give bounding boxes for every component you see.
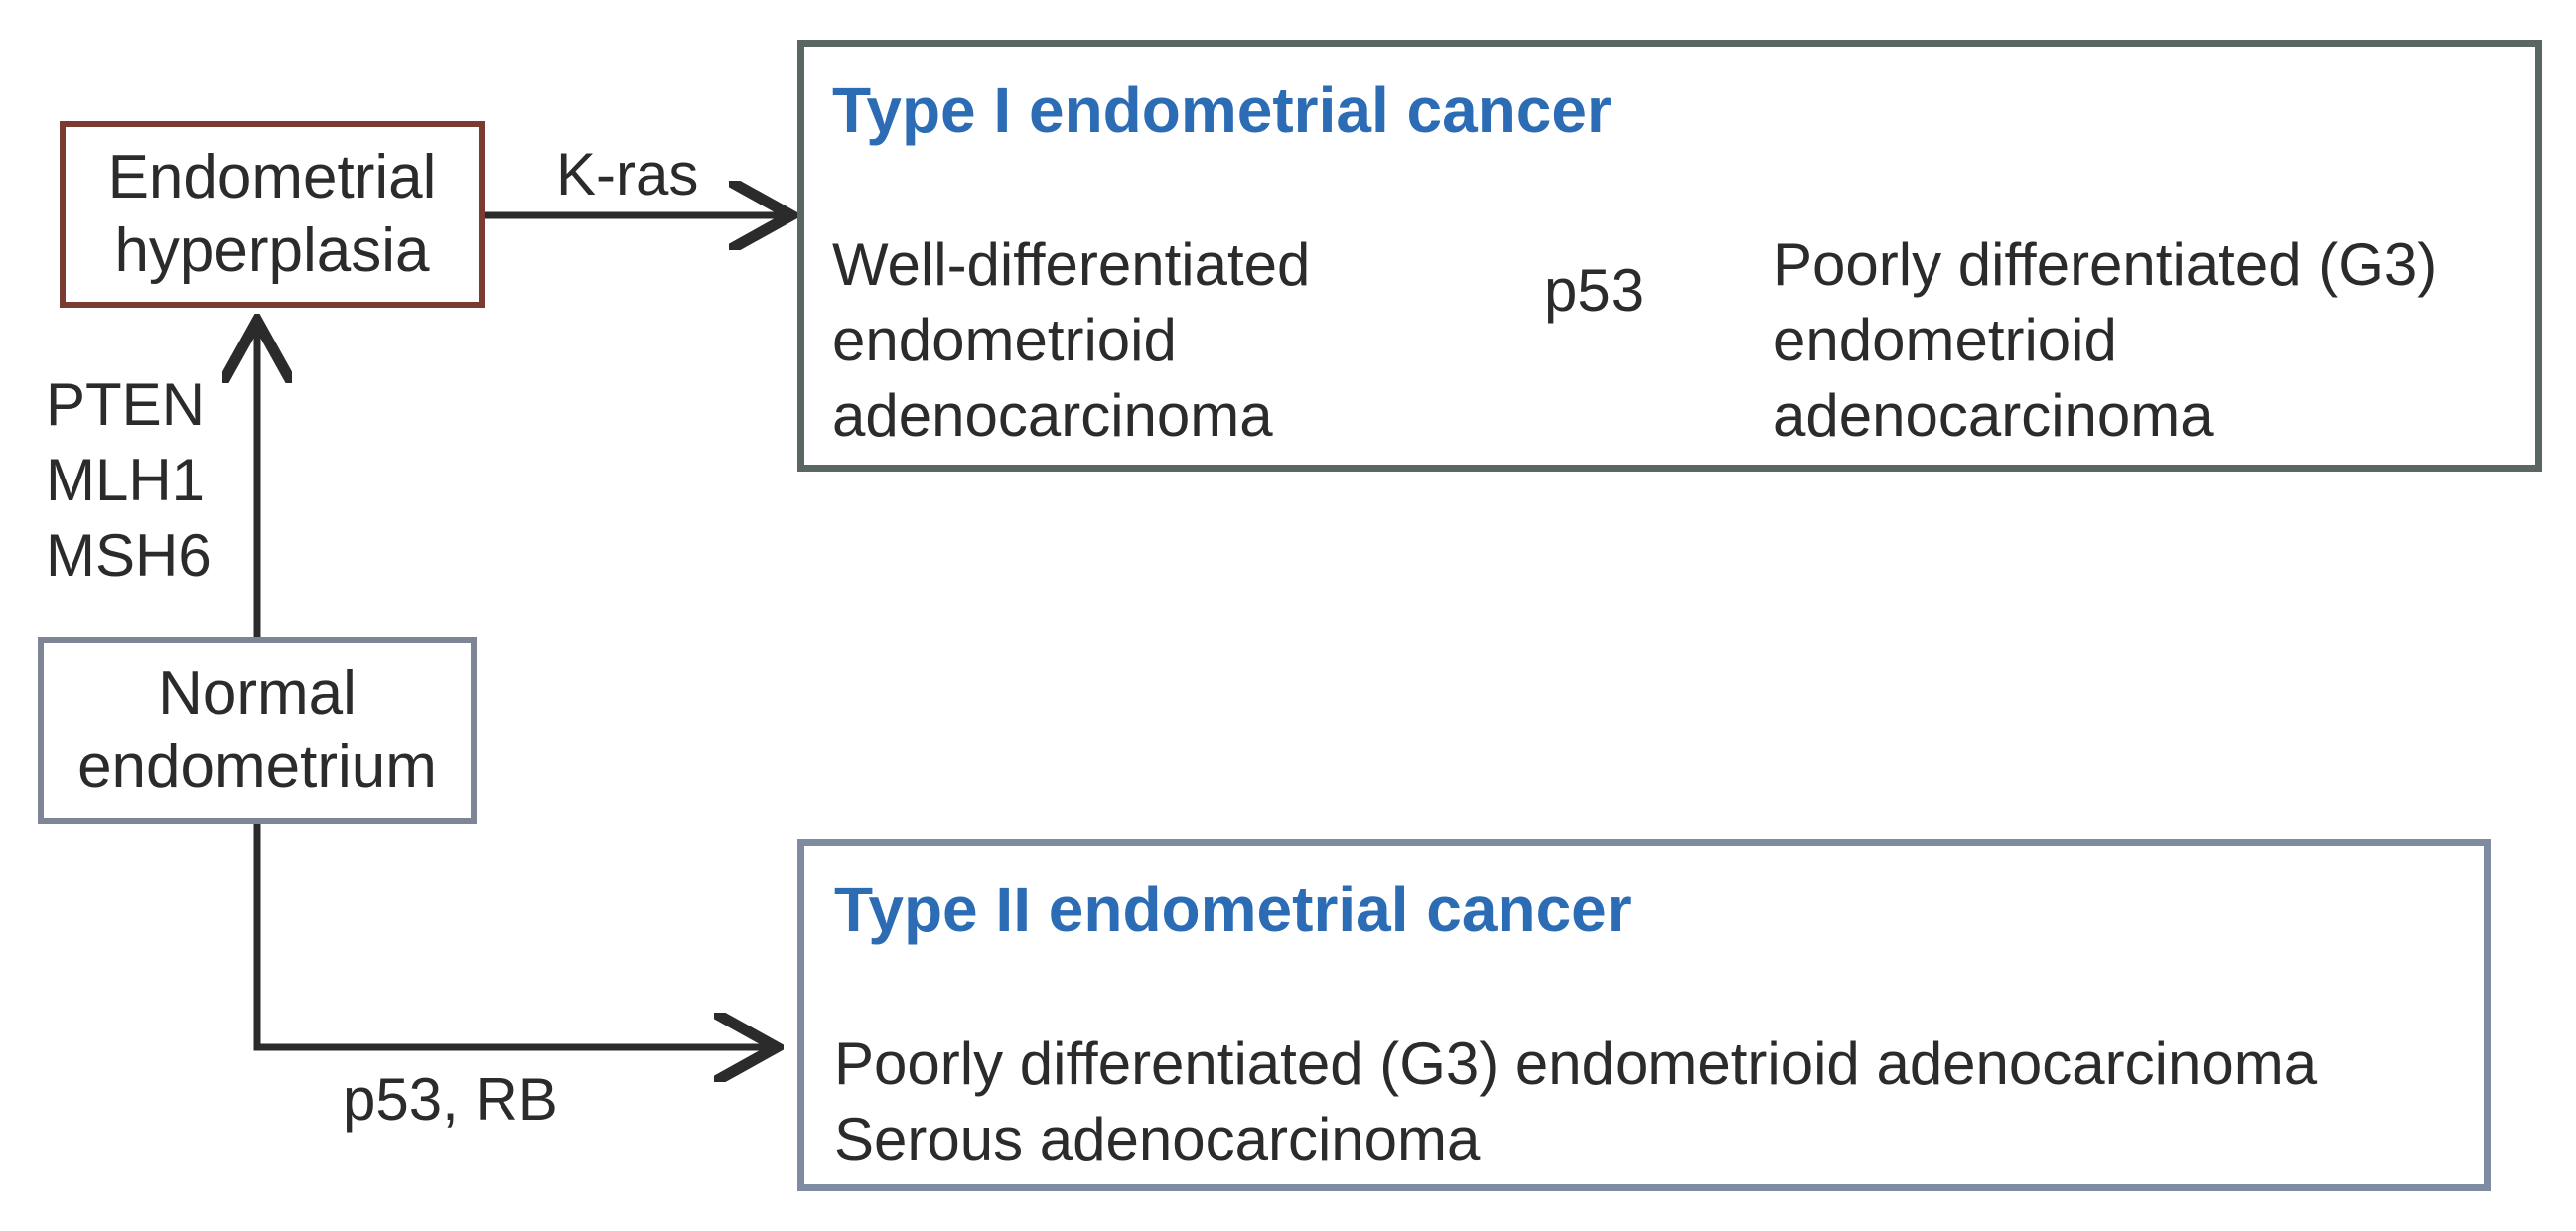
- type1-stage-well-differentiated: Well-differentiated endometrioid adenoca…: [832, 231, 1311, 449]
- normal-to-type2-genes: p53, RB: [343, 1066, 558, 1133]
- normal-endometrium-label: Normal endometrium: [77, 659, 437, 801]
- arrow-normal-to-type2: [253, 824, 770, 1047]
- type2-title: Type II endometrial cancer: [834, 874, 1632, 945]
- hyperplasia-node: Endometrial hyperplasia: [60, 121, 485, 308]
- type2-cancer-box: Type II endometrial cancer Poorly differ…: [797, 839, 2491, 1191]
- hyperplasia-to-type1-gene: K-ras: [556, 141, 699, 207]
- type1-stage-poorly-differentiated: Poorly differentiated (G3) endometrioid …: [1773, 231, 2438, 449]
- type1-cancer-box: Type I endometrial cancer Well-different…: [797, 40, 2542, 472]
- normal-endometrium-node: Normal endometrium: [38, 637, 477, 824]
- type1-progression-gene: p53: [1544, 257, 1645, 324]
- type2-subtype-g3-endometrioid: Poorly differentiated (G3) endometrioid …: [834, 1030, 2318, 1097]
- hyperplasia-label: Endometrial hyperplasia: [107, 143, 437, 285]
- type2-subtype-serous: Serous adenocarcinoma: [834, 1106, 1481, 1172]
- normal-to-hyperplasia-genes: PTEN MLH1 MSH6: [46, 371, 212, 589]
- type1-title: Type I endometrial cancer: [832, 74, 1612, 146]
